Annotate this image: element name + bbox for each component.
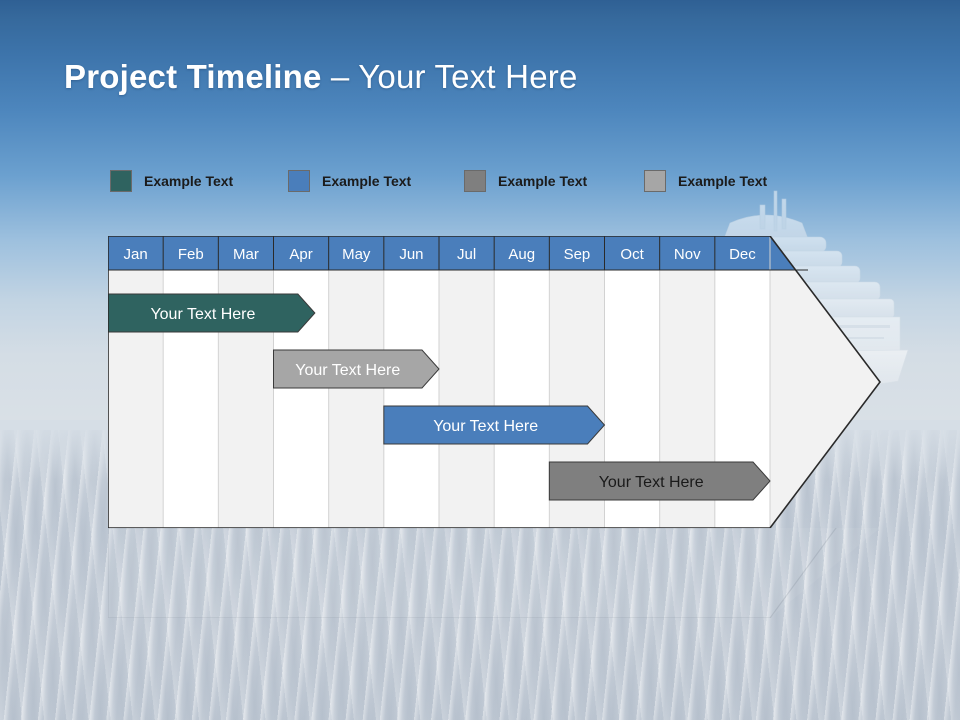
month-header-mar: Mar [233,246,259,263]
legend-label-4: Example Text [678,173,768,189]
legend-swatch-light-gray [644,170,666,192]
task-bar-1[interactable]: Your Text Here [108,293,316,333]
slide-title: Project Timeline – Your Text Here [64,58,578,96]
month-header-oct: Oct [620,246,644,263]
month-header-jan: Jan [123,246,147,263]
task-bar-label: Your Text Here [295,362,400,379]
task-bar-shape [383,405,606,445]
timeline-arrow-outline [108,236,882,528]
month-header-jul: Jul [457,246,476,263]
task-bar-4[interactable]: Your Text Here [548,461,771,501]
month-header-dec: Dec [729,246,756,263]
month-header-aug: Aug [508,246,535,263]
title-dash: – [321,58,359,95]
task-bar-shape [273,349,440,389]
task-bar-3[interactable]: Your Text Here [383,405,606,445]
legend-label-3: Example Text [498,173,588,189]
legend-item-4[interactable]: Example Text [644,168,767,194]
month-header-feb: Feb [178,246,204,263]
task-bar-label: Your Text Here [150,306,255,323]
legend-item-3[interactable]: Example Text [464,168,587,194]
task-bar-2[interactable]: Your Text Here [273,349,440,389]
month-header-apr: Apr [289,246,312,263]
task-bar-label: Your Text Here [599,474,704,491]
legend: Example Text Example Text Example Text E… [110,168,830,194]
legend-swatch-blue [288,170,310,192]
month-header-jun: Jun [399,246,423,263]
legend-item-2[interactable]: Example Text [288,168,411,194]
task-bar-shape [548,461,771,501]
legend-item-1[interactable]: Example Text [110,168,233,194]
title-light-part: Your Text Here [358,58,578,95]
legend-label-2: Example Text [322,173,412,189]
chart-reflection [108,528,880,618]
task-bar-shape [108,293,316,333]
legend-label-1: Example Text [144,173,234,189]
month-header-may: May [342,246,371,263]
legend-swatch-teal [110,170,132,192]
title-bold-part: Project Timeline [64,58,322,95]
task-bar-label: Your Text Here [433,418,538,435]
month-header-nov: Nov [674,246,701,263]
legend-swatch-dark-gray [464,170,486,192]
timeline-arrow-grid: Jan Feb Mar Apr May Jun Jul Aug Sep Oct Nov DecYour… [108,236,882,528]
month-header-sep: Sep [564,246,591,263]
